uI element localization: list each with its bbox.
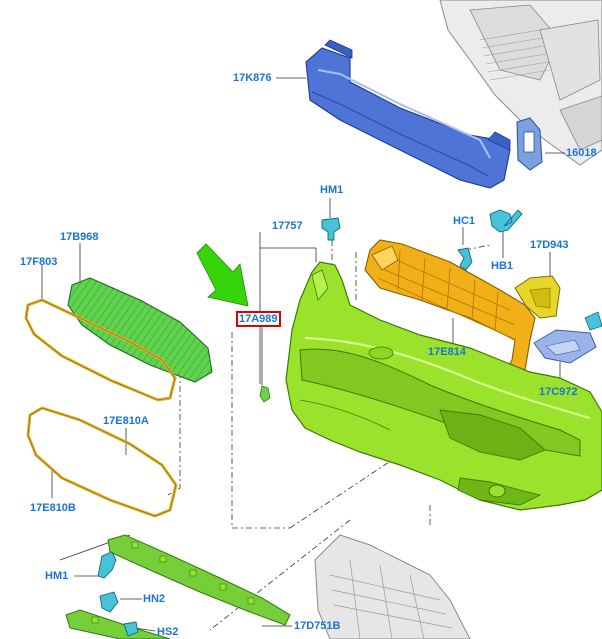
- clip-HM1-bottom: [97, 551, 117, 579]
- clip-HM1-top: [321, 217, 341, 241]
- callout-17E810A[interactable]: 17E810A: [103, 415, 149, 427]
- callout-17D943[interactable]: 17D943: [530, 239, 569, 251]
- grille-trim-upper: [24, 298, 177, 402]
- callout-HS2[interactable]: HS2: [157, 626, 179, 638]
- reinforcement-beam: [305, 39, 511, 189]
- callout-17C972[interactable]: 17C972: [539, 386, 578, 398]
- bracket-17C972: [533, 311, 602, 364]
- clip-HN2: [99, 591, 119, 613]
- grille: [67, 277, 213, 383]
- callout-17E814[interactable]: 17E814: [428, 346, 466, 358]
- callout-HB1[interactable]: HB1: [491, 260, 514, 272]
- callout-17A989[interactable]: 17A989: [236, 311, 281, 327]
- leader-lines: [41, 77, 565, 632]
- bumper-cover: [285, 261, 602, 511]
- callout-HN2[interactable]: HN2: [143, 593, 166, 605]
- clip-HS2: [123, 621, 139, 637]
- callout-17F803[interactable]: 17F803: [20, 256, 58, 268]
- callout-HM1-bottom[interactable]: HM1: [45, 570, 69, 582]
- callout-17B968[interactable]: 17B968: [60, 231, 99, 243]
- lower-valance: [65, 534, 291, 639]
- callout-17757[interactable]: 17757: [272, 220, 303, 232]
- bracket-17D943: [514, 275, 561, 319]
- energy-absorber: [364, 239, 536, 393]
- callout-17K876[interactable]: 17K876: [233, 72, 272, 84]
- radiator-support-assembly: [439, 0, 602, 166]
- callout-16018[interactable]: 16018: [566, 147, 597, 159]
- clip-HC1: [457, 247, 473, 271]
- callout-HC1[interactable]: HC1: [453, 215, 476, 227]
- callout-17D751B[interactable]: 17D751B: [294, 620, 341, 632]
- lower-deflector: [314, 534, 471, 639]
- clip-HB1: [489, 209, 523, 233]
- clip-17A989: [259, 385, 271, 403]
- grille-trim-lower: [26, 406, 178, 518]
- callout-17E810B[interactable]: 17E810B: [30, 502, 76, 514]
- bracket-16018: [516, 117, 543, 171]
- callout-HM1-top[interactable]: HM1: [320, 184, 344, 196]
- pointer-arrow-icon: [196, 243, 249, 307]
